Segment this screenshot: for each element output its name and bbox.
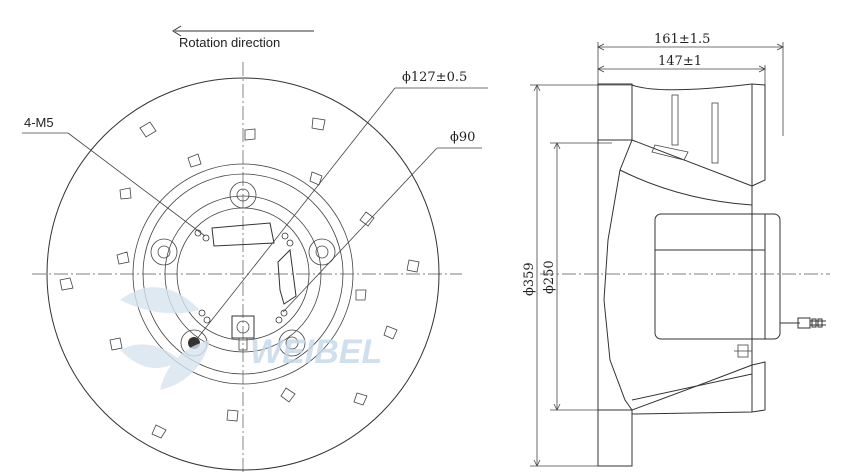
bolt-bosses — [150, 181, 336, 357]
bolt-circle-dimension: ϕ127±0.5 — [402, 70, 467, 85]
impeller-side-profile — [597, 83, 766, 467]
diameter-dimensions — [530, 84, 632, 467]
outer-shroud-circle — [46, 77, 440, 471]
width-overall-dimension: 161±1.5 — [654, 32, 710, 47]
m5-label: 4-M5 — [24, 115, 54, 130]
hub-slot-top — [211, 222, 275, 247]
m5-leader — [22, 132, 206, 237]
cable-connector — [780, 317, 826, 329]
watermark-logo — [120, 287, 210, 390]
inlet-diameter-dimension: ϕ250 — [542, 260, 557, 294]
front-view: Rotation direction 4-M5 ϕ127±0.5 ϕ90 WEI… — [22, 25, 488, 472]
outer-diameter-dimension: ϕ359 — [522, 262, 537, 296]
blade-marks — [59, 117, 420, 439]
bolt-circle-leader — [195, 87, 488, 341]
inlet-ring-inner-circle — [142, 173, 344, 375]
m5-holes — [194, 229, 294, 324]
hub-leader — [282, 147, 482, 313]
watermark-text: WEIBEL — [250, 333, 382, 371]
rotation-direction-label: Rotation direction — [179, 35, 280, 50]
width-body-dimension: 147±1 — [658, 54, 702, 69]
blade-spokes — [651, 94, 719, 164]
hub-slot-right — [277, 248, 297, 305]
hub-plate-circle — [164, 195, 322, 353]
side-view: 161±1.5 147±1 ϕ359 ϕ250 — [522, 32, 830, 467]
inlet-ring-circle — [132, 163, 354, 385]
lower-bracket — [734, 344, 752, 358]
rotation-arrow — [172, 25, 314, 37]
cable-gland — [231, 315, 255, 351]
hub-dimension: ϕ90 — [450, 130, 475, 145]
motor-body — [654, 213, 781, 340]
width-dimensions — [597, 42, 784, 136]
